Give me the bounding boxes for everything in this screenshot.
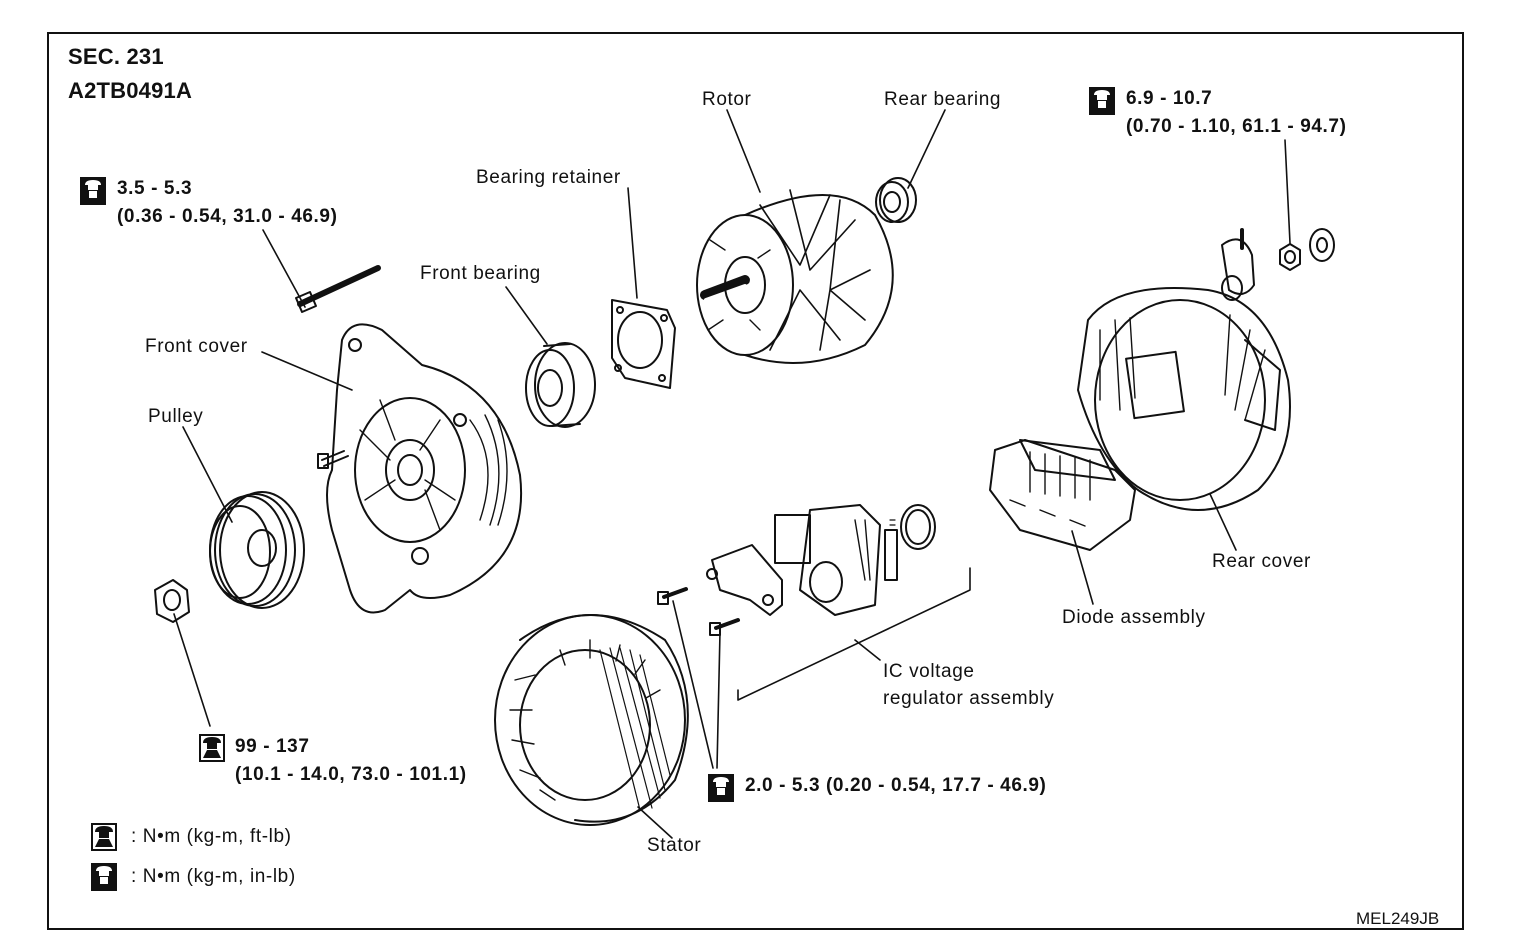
- legend-ft-lb: : N•m (kg-m, ft-lb): [131, 826, 292, 847]
- front-bearing-shape: [525, 342, 596, 428]
- terminal-nut-shape: [1279, 243, 1301, 271]
- label-ic-regulator-line1: IC voltage: [883, 661, 975, 682]
- diagram-frame: [47, 32, 1464, 930]
- torque-through-bolt-detail: (0.36 - 0.54, 31.0 - 46.9): [117, 206, 338, 227]
- front-cover-shape: [326, 323, 523, 614]
- label-rear-bearing: Rear bearing: [884, 89, 1002, 110]
- rotor-shape: [696, 189, 894, 364]
- label-stator: Stator: [647, 835, 702, 856]
- torque-rear-terminal-detail: (0.70 - 1.10, 61.1 - 94.7): [1126, 116, 1347, 137]
- pulley-shape: [209, 491, 305, 609]
- stator-shape: [494, 614, 689, 826]
- regulator-screws-shape: [657, 587, 740, 636]
- ic-regulator-shape: [774, 504, 898, 616]
- label-ic-regulator-line2: regulator assembly: [883, 688, 1055, 709]
- label-diode-assembly: Diode assembly: [1062, 607, 1206, 628]
- figure-code: MEL249JB: [1356, 909, 1440, 928]
- pulley-nut-shape: [154, 579, 190, 623]
- front-cover-screw: [317, 450, 349, 469]
- torque-pulley-nut-value: 99 - 137: [235, 736, 310, 757]
- label-front-cover: Front cover: [145, 336, 248, 357]
- torque-pulley-nut-detail: (10.1 - 14.0, 73.0 - 101.1): [235, 764, 467, 785]
- torque-regulator-screws-value: 2.0 - 5.3 (0.20 - 0.54, 17.7 - 46.9): [745, 775, 1047, 796]
- torque-wrench-ft-lb-icon: [91, 823, 117, 851]
- label-rear-cover: Rear cover: [1212, 551, 1311, 572]
- torque-wrench-in-lb-icon: [80, 177, 106, 205]
- torque-through-bolt-value: 3.5 - 5.3: [117, 178, 193, 199]
- torque-rear-terminal-value: 6.9 - 10.7: [1126, 88, 1213, 109]
- leader-lines: [173, 109, 1291, 839]
- diode-assembly-shape: [989, 439, 1136, 551]
- label-rotor: Rotor: [702, 89, 752, 110]
- terminal-bolt-shape: [1221, 228, 1255, 301]
- torque-wrench-in-lb-icon: [708, 774, 734, 802]
- label-bearing-retainer: Bearing retainer: [476, 167, 621, 188]
- torque-wrench-ft-lb-icon: [199, 734, 225, 762]
- rear-bearing-shape: [875, 177, 917, 223]
- bearing-retainer-shape: [611, 299, 676, 389]
- figure-id: A2TB0491A: [68, 78, 193, 103]
- torque-wrench-in-lb-icon: [91, 863, 117, 891]
- regulator-bracket-shape: [706, 544, 783, 616]
- label-pulley: Pulley: [148, 406, 204, 427]
- torque-wrench-in-lb-icon: [1089, 87, 1115, 115]
- terminal-washer-shape: [1309, 228, 1335, 262]
- regulator-ring-shape: [900, 504, 936, 550]
- through-bolt-shape: [295, 265, 381, 313]
- rear-cover-shape: [1077, 287, 1291, 511]
- legend-in-lb: : N•m (kg-m, in-lb): [131, 866, 296, 887]
- section-number: SEC. 231: [68, 44, 164, 69]
- label-front-bearing: Front bearing: [420, 263, 541, 284]
